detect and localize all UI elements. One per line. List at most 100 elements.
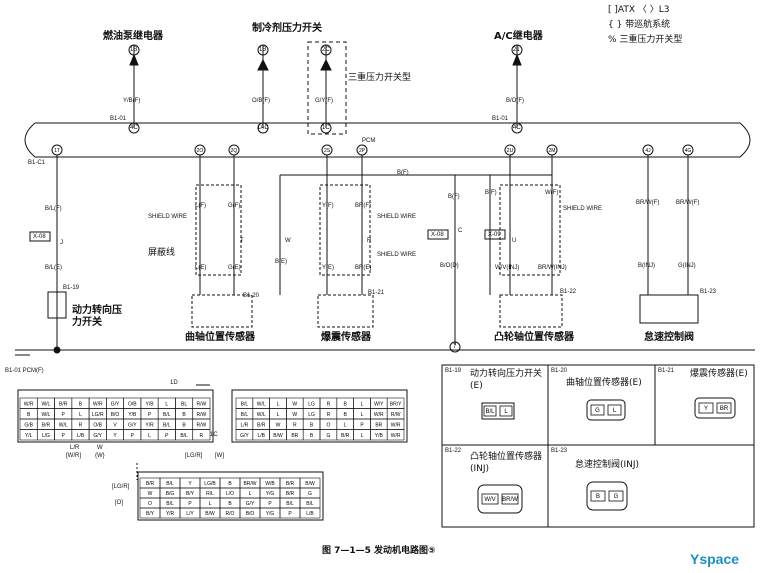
pin-cell-label: B/L [306,501,314,507]
pin-cell-label: W/R [391,433,401,439]
shield-label: SHIELD WIRE [563,206,603,212]
note: [LG/R] [185,453,203,459]
pin-letter: J [60,240,63,246]
component-id: B1-19 [63,285,80,291]
connector-id: 1AC [257,125,269,131]
pin-cell-label: Y/B [146,401,155,407]
wire-label: B(F) [485,190,497,196]
knock-sensor-label: 爆震传感器 [321,332,371,343]
cv-title: 凸轮轴位置传感器(INJ) [470,452,543,474]
shield-box [319,184,371,276]
connector-circle [257,122,269,134]
pin-cell-label: B/L [286,501,294,507]
shield-label: SHIELD WIRE [377,252,417,258]
wire-label: Y(E) [322,265,334,271]
pin-cell-label: LG/B [204,481,216,487]
wire-label: W(F) [545,190,559,196]
pin-cell-label: R [200,433,204,439]
pcm-connector-c [137,471,324,521]
pin-cell-label: B [228,501,232,507]
pin-cell-label: W [276,422,281,428]
pin-cell-label: LG [308,412,315,418]
connector-circle [511,44,523,56]
wire-label: G/Y(F) [315,98,333,104]
pin-cell-label: P [62,412,66,418]
arrow-up-icon [320,58,332,71]
b122-shape [477,484,523,514]
connector-id: 21 [513,47,520,53]
pin-cell-label: Y/B [128,412,137,418]
watermark: Yspace [690,551,740,567]
pin-cell-label: B [27,412,31,418]
arrow-down-icon [129,53,139,66]
pin-cell-label: R [327,401,331,407]
pin-letter: C [458,228,463,234]
connector-pin-label: L [613,408,617,414]
x08-label: X-08 [431,232,444,238]
pcm-pin-circle [228,144,240,156]
connector-pin-label: L [504,409,508,415]
connector-circle [320,122,332,134]
shield-box [195,184,242,276]
pin-cell-label: LG [308,401,315,407]
wire-label: BR/W(INJ) [538,265,567,271]
connector-circle [128,44,140,56]
pin-cell-label: B/W [205,511,215,517]
component-id: B1-21 [368,290,385,296]
pin-cell-label: L [249,491,252,497]
pin-cell [299,507,321,519]
pin-cell-label: B/R [59,401,68,407]
pin-cell-label: B/R [257,422,266,428]
wire-label: L(F) [195,203,206,209]
pin-cell-label: R [293,422,297,428]
pcm-bus-outline [24,122,751,158]
pin-cell-label: Y/B [375,433,384,439]
pin-letter: R [367,238,372,244]
pin-cell-label: B/L [166,481,174,487]
pin-cell-label: O/B [128,401,137,407]
wire-label: B/O(D) [440,263,459,269]
connector-x08 [427,229,449,240]
pin-cell-label: W [148,491,153,497]
triple-switch-box [307,41,347,135]
pin-cell-label: B/L [180,433,188,439]
pin-cell-label: R/W [196,412,206,418]
pin-cell-label: L [165,401,168,407]
connector-x08 [29,231,51,242]
pin-cell-label: W [292,401,297,407]
pin-cell-label: R/W [196,422,206,428]
pin-cell-label: L/G [42,433,50,439]
pcm-pin-label: 2U [507,148,514,154]
connector-id: 2C [322,47,330,53]
pin-cell-label: LG/R [92,412,104,418]
pin-cell-label: L/B [257,433,265,439]
pin-cell-label: O [326,422,330,428]
pcm-pin-circle [546,144,558,156]
fuel-pump-relay-label: 燃油泵继电器 [103,31,163,42]
pin-cell-label: P [268,501,272,507]
wire-label: B(F) [448,194,460,200]
pin-cell-label: B [344,412,348,418]
pin-cell-label: P [62,433,66,439]
connector-pin-label: B [596,494,600,500]
connector-id: 1C [322,125,330,131]
pcm-pin-circle [194,144,206,156]
pin-cell-label: P [288,511,292,517]
pin-cell-label: Y/R [145,422,154,428]
pin-cell-label: B/W [305,481,315,487]
wire-label: BR/W(F) [636,200,660,206]
pin-cell-label: G [326,433,330,439]
wire-label: L(E) [195,265,207,271]
pin-cell-label: B/R [341,433,350,439]
pcm-pin-circle [356,144,368,156]
wire-label: BR/W(F) [676,200,700,206]
note: [W] [215,453,224,459]
pin-cell-label: G [308,491,312,497]
wire-label: G(INJ) [678,263,696,269]
b120-shape [586,399,626,421]
connector-pin-label: G [614,494,619,500]
pin-cell-label: G/Y [246,501,255,507]
